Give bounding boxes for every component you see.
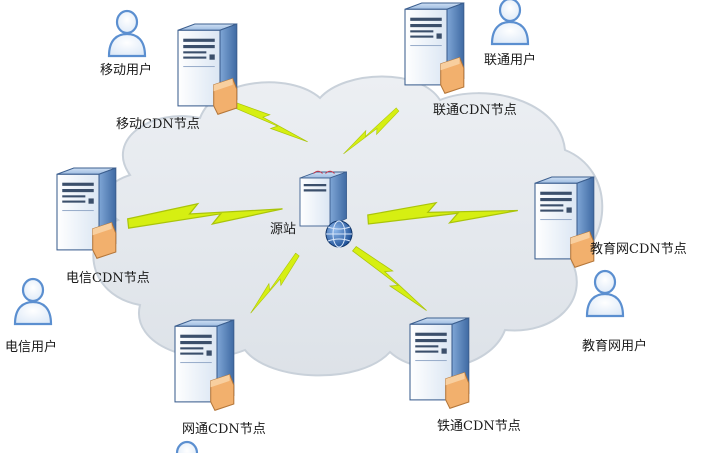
server-icon [56, 167, 117, 259]
node-label: 联通CDN节点 [433, 103, 517, 118]
server-icon [404, 2, 465, 94]
user-netcom-partial [175, 440, 199, 453]
user-unicom: 联通用户 [484, 0, 536, 68]
node-label: 网通CDN节点 [182, 422, 266, 437]
globe-icon [325, 220, 353, 248]
server-icon [174, 319, 235, 411]
node-label: 铁通CDN节点 [437, 419, 521, 434]
node-label: 移动CDN节点 [116, 117, 200, 132]
user-icon [175, 440, 199, 453]
origin-server: 源站 [270, 170, 353, 248]
user-label: 联通用户 [484, 52, 536, 68]
cdn-node-telecom: 电信CDN节点 [56, 167, 150, 286]
cdn-node-netcom: 网通CDN节点 [174, 319, 266, 437]
user-edu: 教育网用户 [582, 269, 647, 354]
origin-label: 源站 [270, 222, 296, 237]
cdn-node-tietong: 铁通CDN节点 [409, 317, 521, 434]
node-label: 电信CDN节点 [66, 271, 150, 286]
user-label: 移动用户 [100, 62, 152, 78]
server-icon [409, 317, 470, 409]
user-icon [490, 0, 530, 46]
user-icon [13, 277, 53, 326]
user-telecom: 电信用户 [5, 277, 57, 355]
user-icon [585, 269, 625, 318]
cdn-node-mobile: 移动CDN节点 [116, 23, 238, 132]
node-label: 教育网CDN节点 [590, 241, 687, 257]
server-icon [177, 23, 238, 115]
cdn-node-unicom: 联通CDN节点 [404, 2, 517, 118]
user-label: 电信用户 [5, 339, 57, 355]
user-icon [107, 9, 147, 58]
user-label: 教育网用户 [582, 338, 647, 354]
server-icon [534, 176, 595, 268]
user-mobile: 移动用户 [100, 9, 152, 78]
cdn-node-edu: 教育网CDN节点 [534, 176, 687, 268]
